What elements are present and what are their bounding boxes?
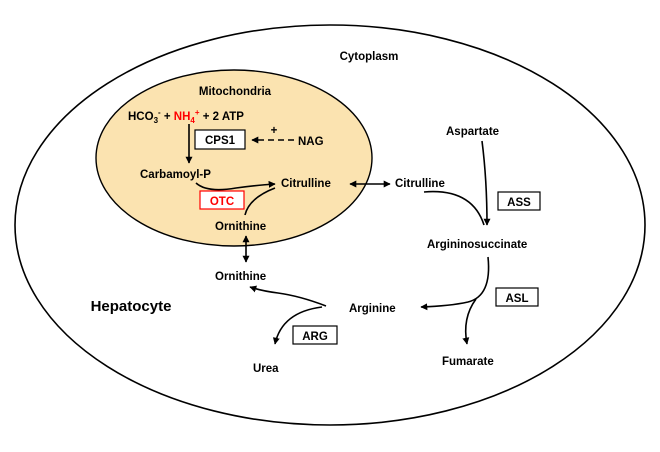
citrulline-mito-label: Citrulline [281,178,331,190]
ornithine-cyto-label: Ornithine [215,271,266,283]
otc-reaction-arrow [195,180,276,191]
urea-output-arrow [272,306,323,345]
asl-box [495,287,539,307]
fumarate-output-arrow [462,298,477,345]
aspartate-input-arrow [481,140,491,226]
mitochondrion [95,69,373,247]
hco3-superscript: - [158,108,161,117]
fumarate-label: Fumarate [442,356,494,368]
ornithine-to-otc-arrow [244,187,276,216]
ass-box [497,191,541,211]
argininosuccinate-label: Argininosuccinate [427,239,527,251]
plus-sign: + [161,111,174,123]
cps1-box [194,129,246,150]
hepatocyte-membrane [14,24,646,426]
arg-reaction-arrow [249,285,327,307]
arginine-label: Arginine [349,303,396,315]
mitochondria-label: Mitochondria [199,86,272,98]
substrates-equation: HCO3- + NH4+ + 2 ATP [128,108,244,125]
asl-label: ASL [506,293,529,305]
citrulline-cyto-label: Citrulline [395,178,445,190]
urea-label: Urea [253,363,279,375]
atp-term: + 2 ATP [200,111,245,123]
carbamoyl-p-label: Carbamoyl-P [140,169,211,181]
nag-label: NAG [298,136,324,148]
arg-label: ARG [302,331,328,343]
otc-box [199,190,245,210]
aspartate-label: Aspartate [446,126,499,138]
ass-label: ASS [507,197,531,209]
otc-label: OTC [210,196,234,208]
hco3-subscript: 3 [154,116,159,125]
nh4-label: NH [174,111,191,123]
ass-reaction-arrow [423,190,485,226]
nh4-subscript: 4 [190,116,195,125]
cps1-label: CPS1 [205,135,236,147]
activation-sign: + [271,125,278,137]
hepatocyte-label: Hepatocyte [91,298,172,315]
ornithine-mito-label: Ornithine [215,221,266,233]
hco3-label: HCO [128,111,154,123]
nh4-superscript: + [195,108,200,117]
cytoplasm-label: Cytoplasm [340,51,399,63]
asl-reaction-arrow [420,256,490,311]
arg-box [292,325,338,345]
